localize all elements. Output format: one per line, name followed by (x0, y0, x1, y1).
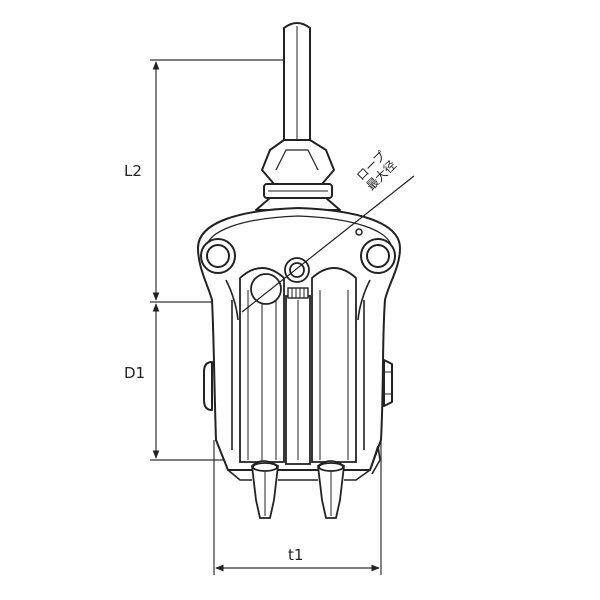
top-shackle (255, 22, 341, 211)
label-l2: L2 (124, 162, 142, 180)
bottom-lug-right (317, 460, 345, 519)
dimension-t1 (213, 440, 382, 575)
label-t1: t1 (288, 546, 304, 564)
right-bolt (355, 228, 396, 274)
label-d1: D1 (124, 364, 146, 382)
left-bolt (200, 238, 236, 274)
center-plate (285, 287, 311, 465)
bottom-lug-left (251, 460, 279, 519)
rope-leader (241, 175, 415, 313)
side-ribs (225, 279, 371, 450)
bottom-base (227, 445, 381, 481)
sheave-right (311, 267, 357, 463)
